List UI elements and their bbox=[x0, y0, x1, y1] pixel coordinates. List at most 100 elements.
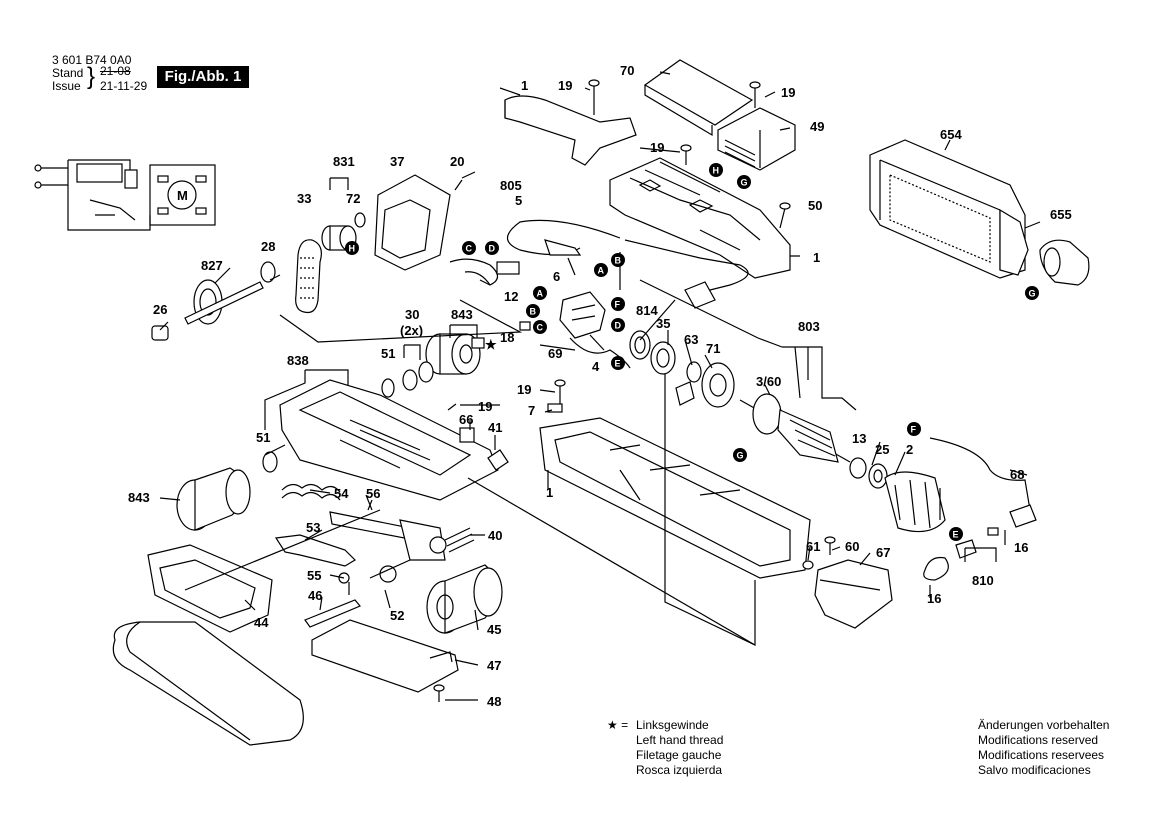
label-63: 63 bbox=[684, 332, 698, 347]
label-810: 810 bbox=[972, 573, 994, 588]
bubble-b-2: B bbox=[526, 304, 540, 318]
svg-text:G: G bbox=[1029, 289, 1036, 299]
stand-label: Stand bbox=[52, 66, 84, 80]
bubble-e-1: E bbox=[611, 356, 625, 370]
label-1: 1 bbox=[546, 485, 553, 500]
base-plate bbox=[279, 379, 499, 501]
label-55: 55 bbox=[307, 568, 321, 583]
label-843: 843 bbox=[128, 490, 150, 505]
bubble-h-2: H bbox=[709, 163, 723, 177]
label-655: 655 bbox=[1050, 207, 1072, 222]
label-35: 35 bbox=[656, 316, 670, 331]
label-7: 7 bbox=[528, 403, 535, 418]
motor-housing-top bbox=[609, 157, 791, 279]
label-654: 654 bbox=[940, 127, 962, 142]
front-roller bbox=[426, 564, 503, 634]
svg-text:F: F bbox=[911, 425, 917, 435]
field-coil bbox=[884, 437, 1031, 533]
callout-bubbles: H H G G G C D A B A B C F D E F E bbox=[345, 163, 1039, 541]
label-16: 16 bbox=[1014, 540, 1028, 555]
svg-text:E: E bbox=[615, 359, 621, 369]
bubble-a-2: A bbox=[533, 286, 547, 300]
label-19: 19 bbox=[781, 85, 795, 100]
label-71: 71 bbox=[706, 341, 720, 356]
issue-label: Issue bbox=[52, 79, 81, 93]
label-4: 4 bbox=[592, 359, 600, 374]
tension-spring bbox=[281, 483, 341, 501]
label-12: 12 bbox=[504, 289, 518, 304]
label-803: 803 bbox=[798, 319, 820, 334]
label-1: 1 bbox=[521, 78, 528, 93]
label-831: 831 bbox=[333, 154, 355, 169]
date-old: 21-08 bbox=[100, 64, 131, 78]
label-54: 54 bbox=[334, 486, 349, 501]
bubble-b-1: B bbox=[611, 253, 625, 267]
label-37: 37 bbox=[390, 154, 404, 169]
bearings bbox=[629, 330, 735, 408]
label-26: 26 bbox=[153, 302, 167, 317]
label-44: 44 bbox=[254, 615, 269, 630]
label-50: 50 bbox=[808, 198, 822, 213]
label-61: 61 bbox=[806, 539, 820, 554]
label-70: 70 bbox=[620, 63, 634, 78]
svg-text:C: C bbox=[466, 244, 473, 254]
label-46: 46 bbox=[308, 588, 322, 603]
label-30: 30 bbox=[405, 307, 419, 322]
label-2: 2 bbox=[906, 442, 913, 457]
label-68: 68 bbox=[1010, 467, 1024, 482]
label-51: 51 bbox=[381, 346, 395, 361]
left-thread-star: ★ = bbox=[607, 718, 629, 732]
mod-line-en: Modifications reserved bbox=[978, 733, 1099, 747]
svg-text:G: G bbox=[737, 451, 744, 461]
rear-roller bbox=[176, 451, 278, 531]
note-line-fr: Filetage gauche bbox=[636, 748, 722, 762]
svg-text:B: B bbox=[530, 307, 537, 317]
switch-unit bbox=[559, 291, 631, 369]
brace-symbol: } bbox=[87, 63, 96, 90]
label-47: 47 bbox=[487, 658, 501, 673]
drive-belt bbox=[295, 239, 322, 314]
label-19: 19 bbox=[558, 78, 572, 93]
note-line-en: Left hand thread bbox=[636, 733, 724, 747]
end-cap bbox=[814, 559, 893, 629]
svg-text:A: A bbox=[537, 289, 544, 299]
svg-text:B: B bbox=[615, 256, 622, 266]
bubble-c-1: C bbox=[462, 241, 476, 255]
label-13: 13 bbox=[852, 431, 866, 446]
bubble-f-2: F bbox=[907, 422, 921, 436]
label-41: 41 bbox=[488, 420, 502, 435]
mod-line-de: Änderungen vorbehalten bbox=[978, 718, 1110, 732]
sanding-belt bbox=[112, 621, 304, 746]
label-49: 49 bbox=[810, 119, 824, 134]
label-1: 1 bbox=[813, 250, 820, 265]
label-53: 53 bbox=[306, 520, 320, 535]
power-cord bbox=[506, 219, 749, 309]
svg-text:E: E bbox=[953, 530, 959, 540]
large-pulley bbox=[381, 333, 485, 398]
label-60: 60 bbox=[845, 539, 859, 554]
svg-text:C: C bbox=[537, 323, 544, 333]
svg-text:D: D bbox=[615, 321, 622, 331]
return-spring bbox=[444, 527, 475, 553]
svg-text:G: G bbox=[741, 178, 748, 188]
label-52: 52 bbox=[390, 608, 404, 623]
modification-notes: Änderungen vorbehalten Modifications res… bbox=[978, 718, 1109, 778]
housing-lower bbox=[539, 417, 811, 579]
label-56: 56 bbox=[366, 486, 380, 501]
svg-text:H: H bbox=[349, 244, 356, 254]
bubble-g-1: G bbox=[737, 175, 751, 189]
note-line-es: Rosca izquierda bbox=[636, 763, 723, 777]
figure-label: Fig./Abb. 1 bbox=[157, 66, 249, 88]
bubble-c-2: C bbox=[533, 320, 547, 334]
svg-text:F: F bbox=[615, 300, 621, 310]
leader-lines bbox=[159, 71, 1041, 701]
label-28: 28 bbox=[261, 239, 275, 254]
label-48: 48 bbox=[487, 694, 501, 709]
label-814: 814 bbox=[636, 303, 658, 318]
label-19: 19 bbox=[517, 382, 531, 397]
dust-adapter bbox=[1039, 239, 1090, 286]
label-18: 18 bbox=[500, 330, 514, 345]
mod-line-es: Salvo modificaciones bbox=[978, 763, 1091, 777]
date-new: 21-11-29 bbox=[100, 79, 148, 93]
